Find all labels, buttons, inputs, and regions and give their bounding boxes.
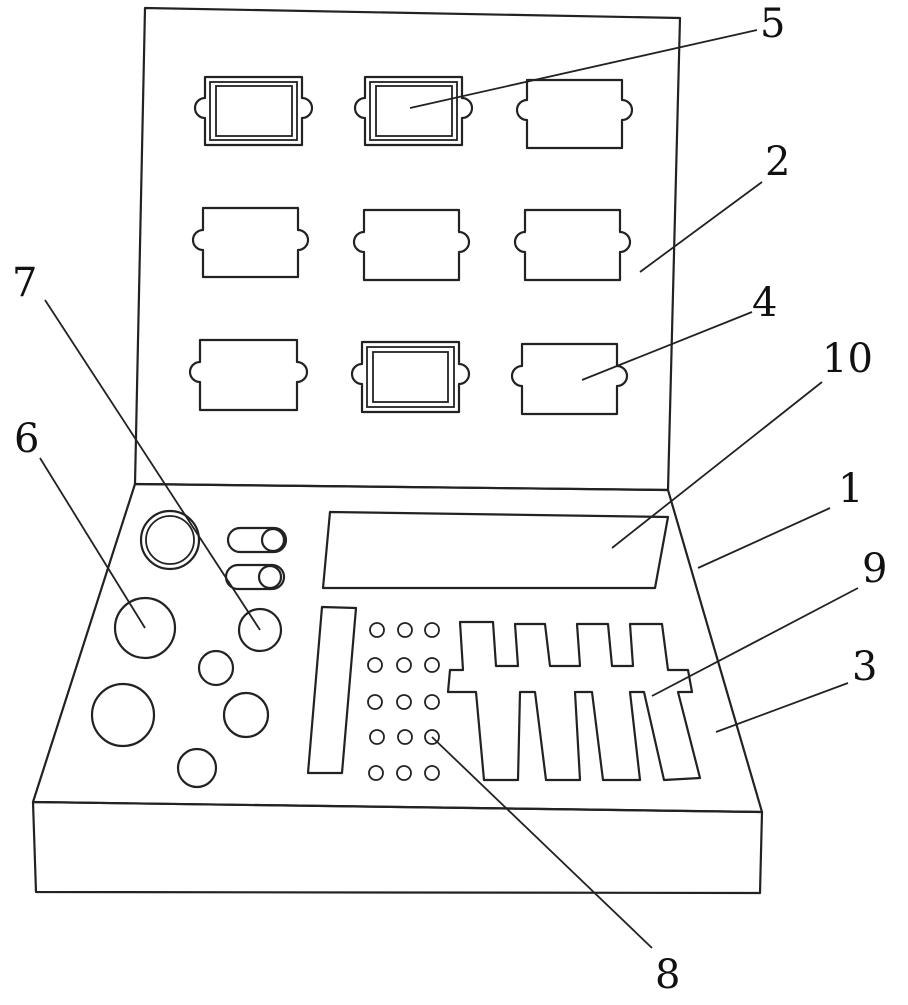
leader-lines — [39, 29, 859, 949]
label-10: 10 — [822, 336, 873, 382]
toggle-switch — [226, 526, 288, 554]
label-5: 5 — [760, 1, 785, 47]
base-body — [31, 482, 764, 895]
knobs-and-switches — [90, 509, 288, 789]
comb-recess — [446, 620, 702, 782]
label-7: 7 — [12, 260, 37, 306]
slot-r2c2 — [352, 208, 471, 282]
label-9: 9 — [862, 546, 887, 592]
display-window — [321, 510, 670, 590]
label-6: 6 — [14, 416, 39, 462]
toggle-switch — [224, 563, 286, 591]
slot-r1c1 — [193, 75, 314, 147]
slot-r3c3 — [510, 342, 629, 416]
slot-r2c3 — [513, 208, 632, 282]
slot-r1c3 — [515, 78, 634, 150]
label-8: 8 — [655, 952, 680, 998]
slot-r2c1 — [191, 206, 310, 279]
slot-r3c1 — [188, 338, 309, 412]
reference-numerals: 5 2 4 10 1 9 3 7 6 8 — [12, 1, 887, 998]
peg-hole-grid — [367, 622, 440, 781]
long-slot — [306, 605, 358, 775]
label-4: 4 — [752, 280, 777, 326]
lid-slots — [188, 75, 634, 416]
label-1: 1 — [838, 466, 863, 512]
slot-r3c2 — [350, 340, 471, 414]
label-2: 2 — [765, 139, 790, 185]
slot-r1c2 — [353, 75, 474, 147]
label-3: 3 — [852, 644, 877, 690]
